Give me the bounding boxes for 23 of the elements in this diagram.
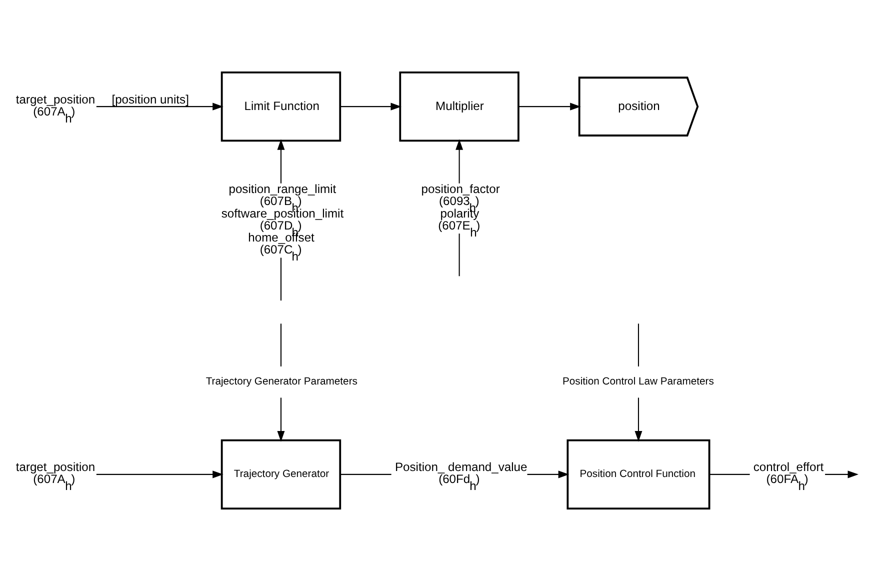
connector xyxy=(458,234,460,276)
arrow xyxy=(634,398,642,442)
arrow xyxy=(527,470,570,478)
connector xyxy=(280,324,282,366)
connector xyxy=(710,474,750,475)
arrow xyxy=(277,398,285,442)
arrow xyxy=(456,139,464,184)
edge-label: [position units] xyxy=(112,92,189,106)
node-box: Multiplier xyxy=(399,72,520,142)
connector xyxy=(280,258,282,301)
arrow xyxy=(277,139,285,184)
node-text: Position Control Law Parameters xyxy=(562,376,714,388)
connector xyxy=(340,474,392,475)
connector xyxy=(638,324,639,366)
arrow xyxy=(825,470,858,478)
arrow xyxy=(518,102,581,110)
arrow xyxy=(96,102,224,110)
node-box: Position Control Function xyxy=(566,439,710,510)
node-text: Trajectory Generator Parameters xyxy=(206,376,358,388)
arrow xyxy=(96,470,224,478)
node-box: Trajectory Generator xyxy=(220,439,342,510)
node-box: Limit Function xyxy=(220,72,342,142)
arrow xyxy=(340,102,402,110)
